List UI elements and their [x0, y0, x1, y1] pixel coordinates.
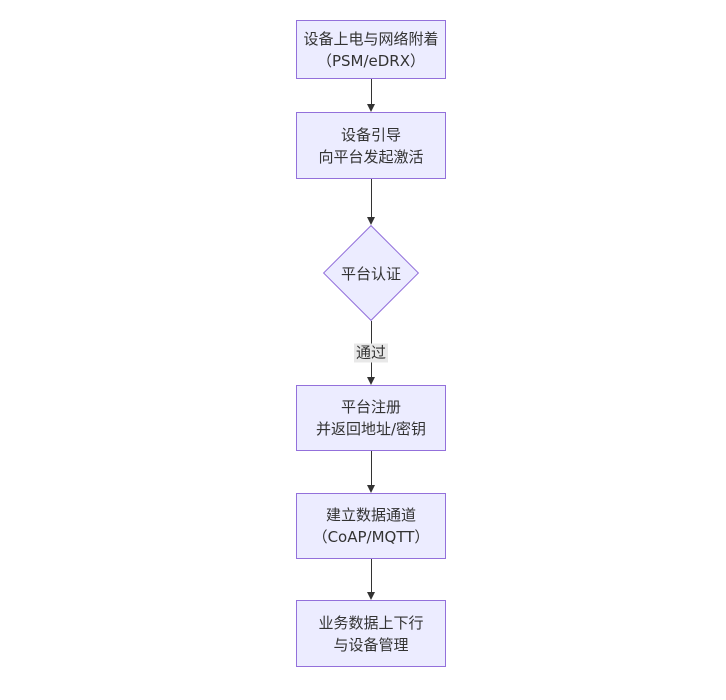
arrowhead-icon: [366, 104, 375, 112]
flow-node-data-channel: 建立数据通道 （CoAP/MQTT）: [296, 493, 446, 559]
edge-line: [370, 79, 372, 105]
flow-node-power-attach: 设备上电与网络附着 （PSM/eDRX）: [296, 20, 446, 79]
flow-node-business-data: 业务数据上下行 与设备管理: [296, 600, 446, 667]
node-text-line: （CoAP/MQTT）: [312, 528, 430, 546]
flow-node-bootstrap: 设备引导 向平台发起激活: [296, 112, 446, 179]
node-text-line: 向平台发起激活: [318, 147, 424, 166]
node-text-line: 设备上电与网络附着: [303, 29, 439, 48]
arrowhead-icon: [366, 485, 375, 493]
arrowhead-icon: [366, 377, 375, 385]
node-text-line: 并返回地址/密钥: [315, 420, 427, 438]
flow-node-auth-decision: 平台认证: [322, 224, 420, 322]
node-text-line: 平台注册: [340, 398, 401, 416]
edge-line: [370, 179, 372, 218]
edge-line: [370, 559, 372, 593]
node-text-line: 业务数据上下行: [318, 613, 424, 632]
edge-line: [370, 451, 372, 486]
arrowhead-icon: [366, 217, 375, 225]
node-text-line: 与设备管理: [333, 635, 409, 654]
edge-label-pass: 通过: [353, 343, 389, 363]
node-text-line: 建立数据通道: [325, 506, 416, 524]
node-text-line: （PSM/eDRX）: [316, 51, 426, 70]
arrowhead-icon: [366, 592, 375, 600]
flow-node-register: 平台注册 并返回地址/密钥: [296, 385, 446, 451]
node-text-line: 平台认证: [340, 264, 401, 283]
node-text-line: 设备引导: [340, 125, 401, 144]
